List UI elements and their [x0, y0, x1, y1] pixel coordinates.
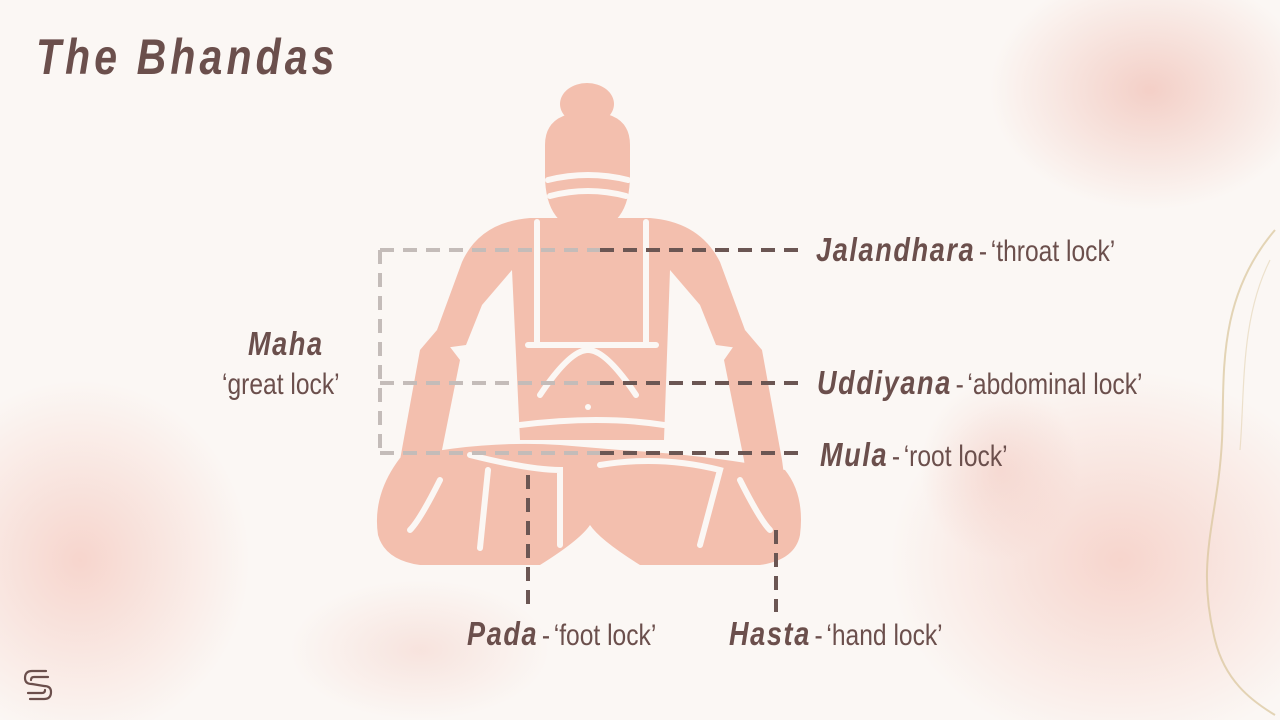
lock-label-mula: Mula - ‘root lock’: [820, 436, 1008, 474]
lock-name: Hasta: [729, 615, 811, 652]
lock-label-uddiyana: Uddiyana - ‘abdominal lock’: [817, 364, 1142, 402]
maha-lock-description: ‘great lock’: [222, 368, 340, 401]
lock-description: ‘throat lock’: [990, 235, 1116, 268]
lock-label-hasta: Hasta - ‘hand lock’: [729, 615, 943, 653]
lock-separator: -: [541, 619, 551, 652]
lock-label-pada: Pada - ‘foot lock’: [467, 615, 656, 653]
lock-name: Jalandhara: [816, 231, 976, 268]
maha-guide-lines: [378, 248, 600, 455]
page-title: The Bhandas: [36, 29, 339, 85]
lock-separator: -: [978, 235, 988, 268]
lock-description: ‘hand lock’: [826, 619, 943, 652]
lock-separator: -: [955, 368, 964, 401]
lock-description: ‘foot lock’: [553, 619, 657, 652]
lock-name: Mula: [820, 436, 889, 473]
s-monogram-icon: [23, 669, 53, 701]
lock-label-jalandhara: Jalandhara - ‘throat lock’: [816, 231, 1115, 269]
meditating-figure: [376, 83, 801, 565]
lock-separator: -: [814, 619, 823, 652]
lock-name: Pada: [467, 615, 539, 652]
lock-description: ‘root lock’: [903, 440, 1008, 473]
maha-lock-name: Maha: [248, 325, 324, 362]
lock-description: ‘abdominal lock’: [967, 368, 1143, 401]
lock-name: Uddiyana: [817, 364, 952, 401]
lock-leader-lines: [526, 248, 800, 612]
lock-separator: -: [891, 440, 901, 473]
figure-details: [407, 172, 773, 551]
